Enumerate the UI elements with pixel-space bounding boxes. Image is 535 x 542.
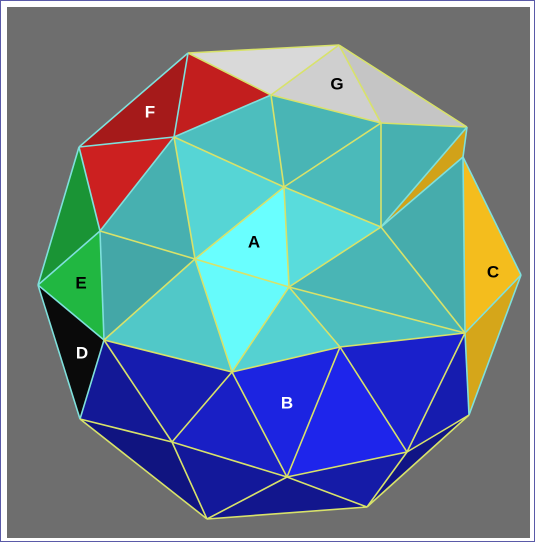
region-label-g: G — [330, 74, 343, 93]
region-label-d: D — [76, 343, 88, 362]
polyhedron-diagram: A B C D E F G — [7, 7, 530, 538]
region-label-c: C — [487, 262, 499, 281]
region-label-a: A — [248, 232, 260, 251]
region-label-b: B — [281, 393, 293, 412]
region-label-f: F — [145, 102, 155, 121]
polyhedron-canvas: A B C D E F G — [7, 7, 530, 538]
region-label-e: E — [75, 273, 86, 292]
